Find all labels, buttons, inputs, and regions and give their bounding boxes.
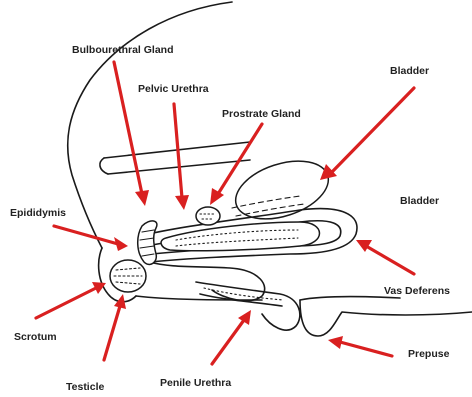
arrow-scrotum [36, 282, 106, 318]
arrow-vas-deferens [356, 240, 414, 274]
label-vas-deferens: Vas Deferens [384, 286, 450, 297]
label-scrotum: Scrotum [14, 332, 57, 343]
epididymis-coil [138, 221, 157, 265]
label-epididymis: Epididymis [10, 208, 66, 219]
label-bladder-side: Bladder [400, 196, 439, 207]
label-bulbourethral-gland: Bulbourethral Gland [72, 45, 174, 56]
label-testicle: Testicle [66, 382, 104, 393]
prostate-shape [196, 207, 220, 225]
arrow-penile-urethra [212, 310, 251, 364]
label-prostrate-gland: Prostrate Gland [222, 109, 301, 120]
penis-shape [150, 262, 300, 330]
label-penile-urethra: Penile Urethra [160, 378, 231, 389]
testicle-shape [110, 260, 146, 292]
label-bladder-top: Bladder [390, 66, 429, 77]
arrow-epididymis [54, 226, 128, 251]
label-pelvic-urethra: Pelvic Urethra [138, 84, 209, 95]
urethra-shape [161, 222, 319, 251]
arrow-testicle [104, 294, 126, 360]
arrow-prepuse [328, 336, 392, 356]
label-prepuse: Prepuse [408, 349, 449, 360]
arrow-bladder [320, 88, 414, 180]
arrow-pelvic-urethra [174, 104, 189, 210]
